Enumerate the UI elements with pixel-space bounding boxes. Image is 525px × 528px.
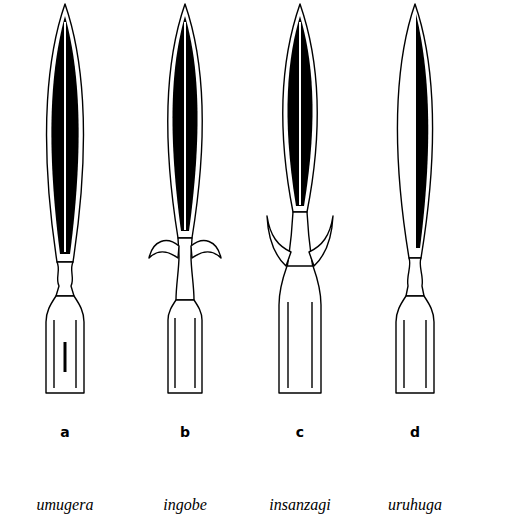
part-letter: b <box>180 424 190 440</box>
part-letter: c <box>296 424 304 440</box>
spear-name: insanzagi <box>269 496 330 514</box>
spear-name: uruhuga <box>388 496 442 514</box>
part-letter: a <box>60 424 69 440</box>
part-letter: d <box>410 424 420 440</box>
spearhead-d <box>396 4 434 393</box>
spearhead-c <box>267 4 333 393</box>
spear-name: umugera <box>37 496 94 514</box>
spear-name: ingobe <box>163 496 207 514</box>
spearhead-b <box>149 4 221 393</box>
spearhead-a <box>46 4 84 393</box>
